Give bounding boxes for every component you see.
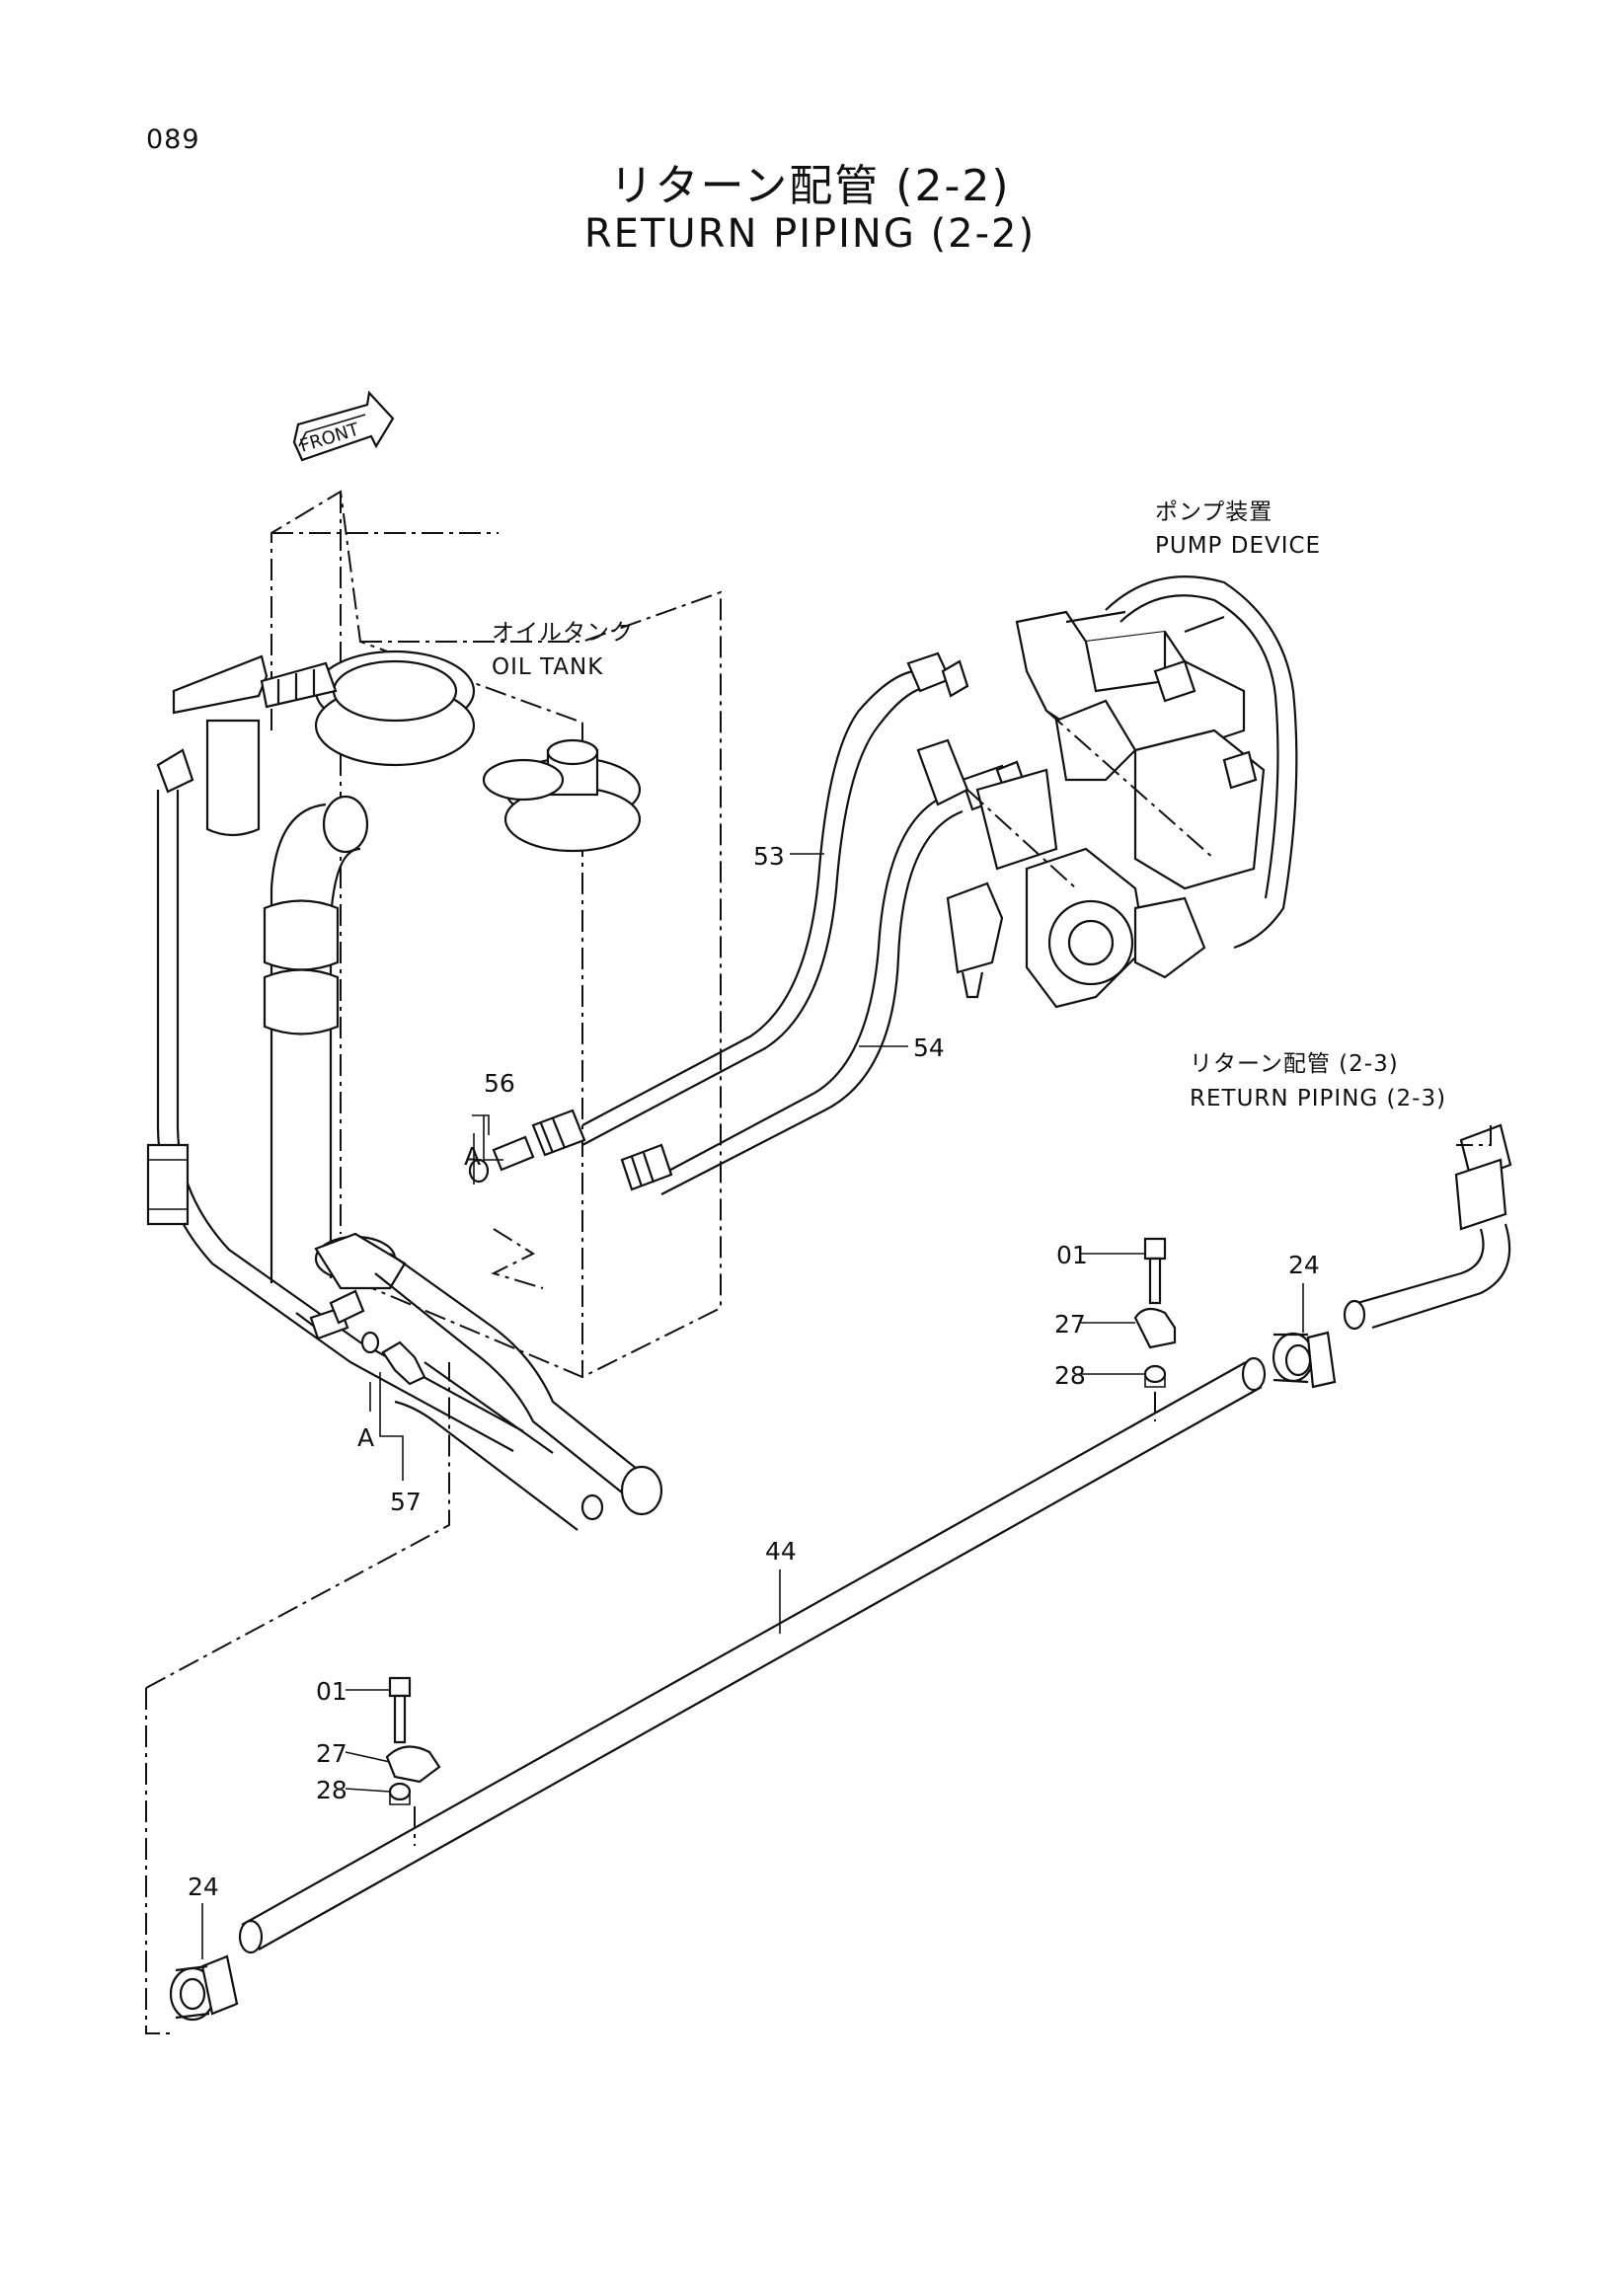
pump-caption-en: PUMP DEVICE: [1155, 533, 1321, 559]
callout-28-lower: 28: [316, 1776, 347, 1804]
bracket-set-lower: [385, 1676, 441, 1846]
callout-57: 57: [390, 1488, 422, 1516]
oil-tank: [270, 490, 722, 1379]
callout-53: 53: [753, 842, 785, 871]
pipe-44: [238, 1356, 1267, 1954]
tank-caption-en: OIL TANK: [492, 654, 603, 680]
callout-44: 44: [765, 1537, 797, 1566]
return-piping-2-3-partial: [1343, 1123, 1512, 1331]
clamp-24-right: [1272, 1331, 1337, 1389]
return-filter-unit: [156, 654, 338, 837]
bracket-set-upper: [1133, 1237, 1177, 1421]
pump-device: [916, 575, 1298, 1009]
front-arrow-icon: FRONT: [292, 390, 395, 462]
callout-a-lower: A: [357, 1423, 374, 1452]
callout-54: 54: [913, 1033, 945, 1062]
return-2-3-caption-en: RETURN PIPING (2-3): [1190, 1086, 1446, 1111]
clamp-24-left: [169, 1954, 239, 2022]
callout-a-upper: A: [464, 1142, 481, 1171]
callout-01-lower: 01: [316, 1677, 347, 1706]
pump-caption-jp: ポンプ装置: [1155, 499, 1273, 525]
callout-56: 56: [484, 1069, 515, 1098]
fitting-56-assembly: [468, 1109, 673, 1191]
reference-lines: [145, 1362, 450, 2034]
return-2-3-caption-jp: リターン配管 (2-3): [1190, 1051, 1399, 1077]
page-title-english: RETURN PIPING (2-2): [583, 211, 1037, 257]
fitting-57-assembly: [309, 1289, 426, 1386]
callout-27-lower: 27: [316, 1739, 347, 1768]
left-vertical-hose: [146, 790, 524, 1452]
tank-return-pipes: [374, 1253, 663, 1531]
suction-pipe: [263, 795, 407, 1330]
callout-28-upper: 28: [1054, 1361, 1086, 1390]
tank-caption-jp: オイルタンク: [492, 620, 634, 646]
callout-01-upper: 01: [1056, 1241, 1088, 1269]
page-title-japanese: リターン配管 (2-2): [609, 161, 1011, 211]
leader-lines: [201, 853, 1304, 1959]
callout-24-right: 24: [1288, 1251, 1320, 1279]
callout-24-left: 24: [188, 1873, 219, 1901]
callout-27-upper: 27: [1054, 1310, 1086, 1339]
page-number: 089: [146, 124, 200, 155]
